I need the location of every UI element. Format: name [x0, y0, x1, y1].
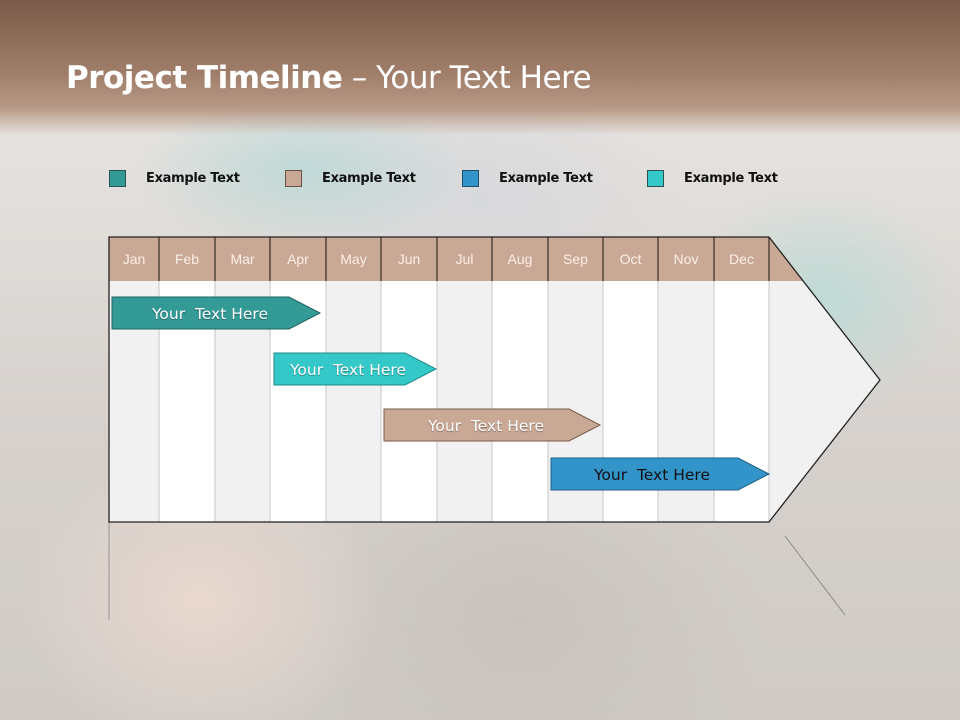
legend-label: Example Text	[322, 171, 416, 186]
month-mar: Mar	[230, 251, 255, 267]
slide-title: Project Timeline – Your Text Here	[66, 60, 592, 96]
month-nov: Nov	[673, 251, 699, 267]
bar-label: Your Text Here	[290, 360, 406, 379]
month-oct: Oct	[619, 251, 642, 267]
title-band	[0, 0, 960, 135]
timeline-bar-2: Your Text Here	[274, 353, 422, 386]
legend-swatch-blue	[462, 170, 479, 187]
legend-item-1: Example Text	[109, 170, 240, 187]
legend-label: Example Text	[499, 171, 593, 186]
title-bold: Project Timeline	[66, 60, 343, 96]
month-header-strip	[109, 237, 803, 281]
legend-label: Example Text	[684, 171, 778, 186]
bar-label: Your Text Here	[152, 304, 268, 323]
legend-item-2: Example Text	[285, 170, 416, 187]
bar-label: Your Text Here	[428, 416, 544, 435]
month-may: May	[340, 251, 367, 267]
reflection-line	[784, 535, 846, 616]
bar-3-shape	[383, 408, 602, 442]
title-rest: – Your Text Here	[342, 60, 592, 96]
month-apr: Apr	[287, 251, 309, 267]
month-jan: Jan	[122, 251, 146, 267]
legend-swatch-tan	[285, 170, 302, 187]
month-jun: Jun	[397, 251, 421, 267]
legend-item-4: Example Text	[647, 170, 778, 187]
month-sep: Sep	[563, 251, 588, 267]
bar-label: Your Text Here	[594, 465, 710, 484]
arrow-outline	[108, 236, 881, 523]
timeline-bar-4: Your Text Here	[551, 458, 753, 491]
month-dec: Dec	[729, 251, 754, 267]
legend-item-3: Example Text	[462, 170, 593, 187]
bar-2-shape	[273, 352, 438, 386]
month-aug: Aug	[507, 251, 533, 267]
timeline-bar-3: Your Text Here	[384, 409, 588, 442]
bar-1-shape	[111, 296, 322, 330]
timeline-bar-1: Your Text Here	[112, 297, 308, 330]
legend-swatch-teal	[109, 170, 126, 187]
bar-4-shape	[550, 457, 771, 491]
legend-swatch-cyan	[647, 170, 664, 187]
legend-label: Example Text	[146, 171, 240, 186]
month-jul: Jul	[455, 251, 474, 267]
month-feb: Feb	[174, 251, 200, 267]
